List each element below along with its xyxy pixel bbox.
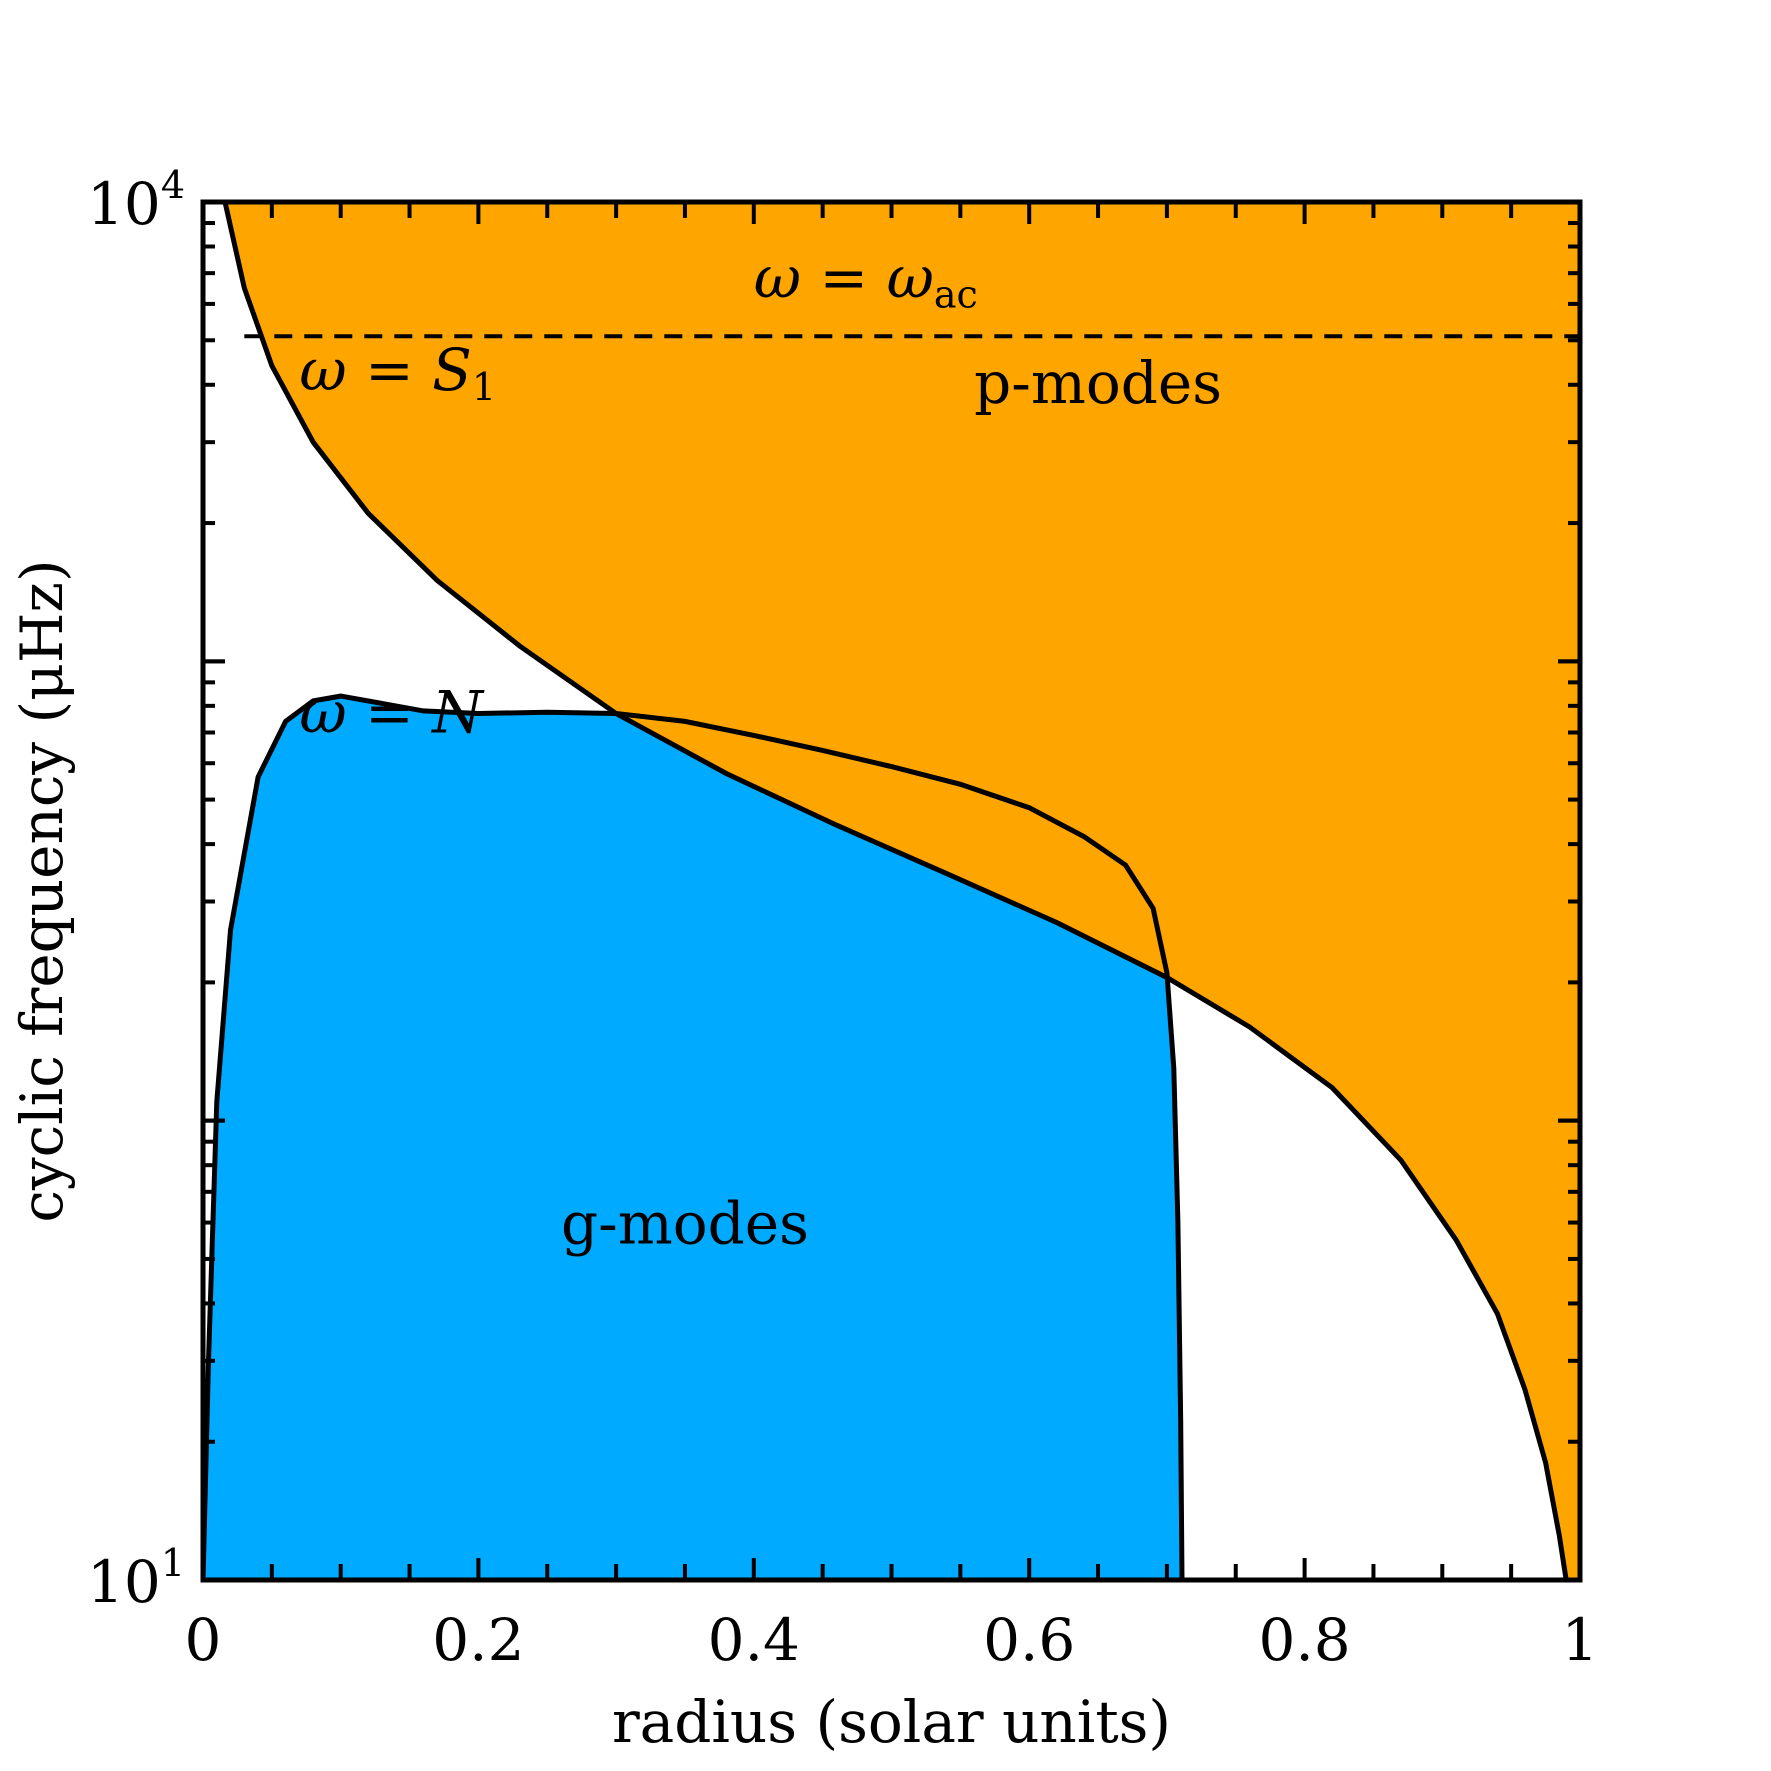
y-tick-label-base: 10 [87, 1548, 161, 1616]
y-tick-label: 101 [87, 1541, 185, 1616]
fill-regions [203, 202, 1580, 1580]
x-tick-label: 0.4 [708, 1606, 800, 1674]
p-modes-label: p-modes [974, 349, 1222, 417]
wac-curve-label-sub: ac [934, 272, 978, 316]
n-curve [203, 693, 1185, 1580]
plot-frame [200, 199, 1583, 1583]
y-tick-label-base: 10 [87, 170, 161, 238]
x-tick-label: 0.8 [1258, 1606, 1350, 1674]
s1-curve [222, 202, 1569, 1580]
x-axis-label: radius (solar units) [612, 1688, 1171, 1756]
s1-curve-label-sub: 1 [472, 365, 496, 409]
x-tick-label: 1 [1562, 1606, 1599, 1674]
x-tick-label: 0.6 [983, 1606, 1075, 1674]
g-modes-region [203, 696, 1182, 1580]
s1-curve-label-main: ω = S [299, 336, 472, 404]
y-tick-label-exp: 4 [161, 163, 185, 207]
n-curve-label-main: ω = N [299, 678, 485, 746]
x-tick-label: 0.2 [432, 1606, 524, 1674]
g-modes-label: g-modes [561, 1190, 809, 1258]
wac-curve-label: ω = ωac [754, 243, 978, 316]
y-tick-label-exp: 1 [161, 1541, 185, 1585]
s1-curve-label: ω = S1 [299, 336, 496, 409]
wac-curve-label-main: ω = ω [754, 243, 934, 311]
curves [203, 202, 1580, 1580]
y-tick-label: 104 [87, 163, 185, 238]
y-axis-label: cyclic frequency (μHz) [8, 559, 76, 1222]
x-tick-label: 0 [185, 1606, 222, 1674]
p-modes-region [225, 202, 1580, 1580]
n-curve-label: ω = N [299, 678, 485, 746]
